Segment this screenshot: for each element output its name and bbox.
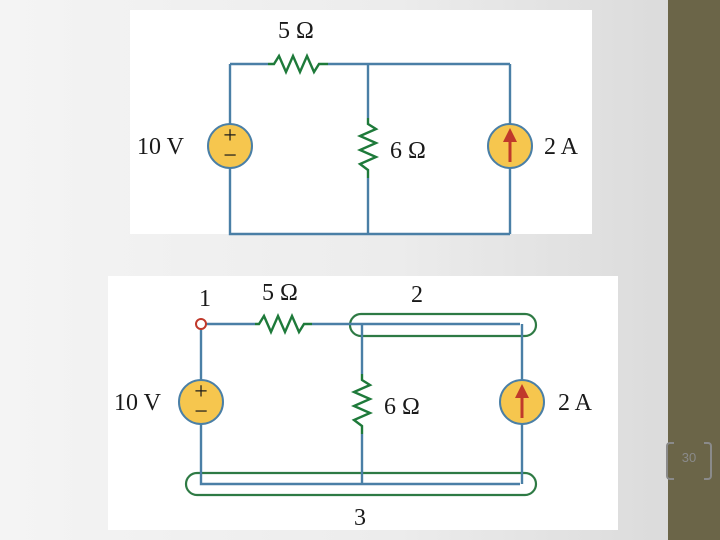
bottom-resistor-5ohm [255, 313, 312, 335]
top-voltage-plus: + [223, 123, 237, 149]
bottom-label-2a: 2 A [558, 390, 593, 416]
top-label-2a: 2 A [544, 134, 579, 160]
top-resistor-5ohm [268, 53, 328, 75]
bottom-current-arrow-icon [515, 384, 529, 418]
top-voltage-minus: − [223, 143, 237, 169]
top-label-5ohm: 5 Ω [278, 18, 314, 44]
bottom-voltage-plus: + [194, 379, 208, 405]
page-number-box: 30 [664, 442, 714, 480]
bottom-voltage-source [178, 379, 224, 425]
bottom-label-6ohm: 6 Ω [384, 394, 420, 420]
top-voltage-source [207, 123, 253, 169]
node-2-label: 2 [411, 282, 423, 308]
node-1-label: 1 [199, 286, 211, 312]
top-current-arrow-icon [503, 128, 517, 162]
node-1-terminal [195, 318, 207, 330]
page-number-bracket-left [666, 442, 674, 480]
top-resistor-6ohm [357, 118, 379, 178]
top-label-6ohm: 6 Ω [390, 138, 426, 164]
bottom-label-10v: 10 V [114, 390, 162, 416]
bottom-resistor-6ohm [351, 374, 373, 434]
top-label-10v: 10 V [137, 134, 185, 160]
bottom-label-5ohm: 5 Ω [262, 280, 298, 306]
node-3-label: 3 [354, 505, 366, 531]
bottom-circuit: + − 1 2 3 5 Ω 6 Ω 10 V 2 A [114, 280, 593, 531]
bottom-voltage-minus: − [194, 399, 208, 425]
top-wire-left-lower [228, 168, 510, 236]
top-circuit: + − 5 Ω 6 Ω 10 V 2 A [137, 18, 579, 236]
top-circuit-panel [130, 10, 592, 234]
bottom-wire-left-lower [199, 424, 520, 486]
page-number: 30 [681, 450, 697, 465]
page-number-bracket-right [704, 442, 712, 480]
